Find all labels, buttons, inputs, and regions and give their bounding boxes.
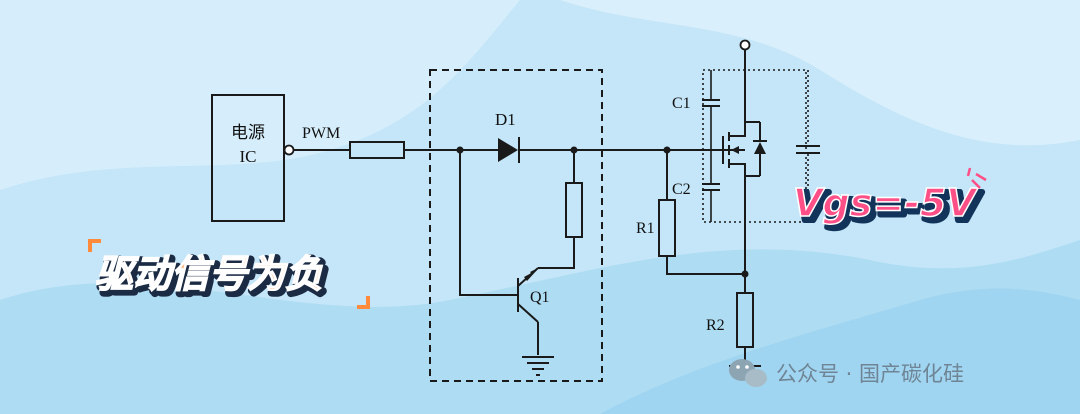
power-ic-box [211, 94, 285, 222]
r1-label: R1 [636, 220, 655, 237]
bracket-left [88, 239, 101, 252]
mosfet-symbol [722, 121, 767, 274]
caption-block: 驱动信号为负 驱动信号为负 [88, 239, 370, 309]
vgs-text: Vgs=-5V [793, 181, 978, 225]
ic-label-1: 电源 [231, 123, 265, 142]
capacitor-c2 [702, 150, 720, 222]
supply-terminal [739, 39, 751, 51]
driver-dashed-box [429, 69, 603, 382]
parasitic-capacitor [796, 70, 820, 222]
r2-label: R2 [706, 317, 725, 334]
ground-symbol-q1 [522, 356, 554, 376]
caption-shadow: 驱动信号为负 [98, 255, 326, 299]
pwm-label: PWM [302, 125, 340, 142]
pwm-pin [283, 144, 295, 156]
caption-text: 驱动信号为负 [95, 252, 323, 296]
capacitor-c1 [702, 70, 720, 150]
vgs-annotation: Vgs=-5V Vgs=-5V [792, 167, 987, 232]
c1-label: C1 [672, 95, 691, 112]
watermark-text: 公众号 · 国产碳化硅 [776, 362, 964, 386]
wechat-icon [729, 359, 767, 387]
ic-label-2: IC [240, 147, 257, 166]
bracket-right [357, 296, 370, 309]
mosfet-dotted-box [702, 69, 807, 223]
diode-label: D1 [495, 110, 516, 129]
vgs-text-shadow: Vgs=-5V [797, 185, 982, 229]
transistor-label: Q1 [530, 289, 550, 306]
transistor-q1 [517, 267, 539, 323]
c2-label: C2 [672, 181, 691, 198]
watermark: 公众号 · 国产碳化硅 [729, 359, 964, 387]
spark-icon [966, 167, 987, 189]
